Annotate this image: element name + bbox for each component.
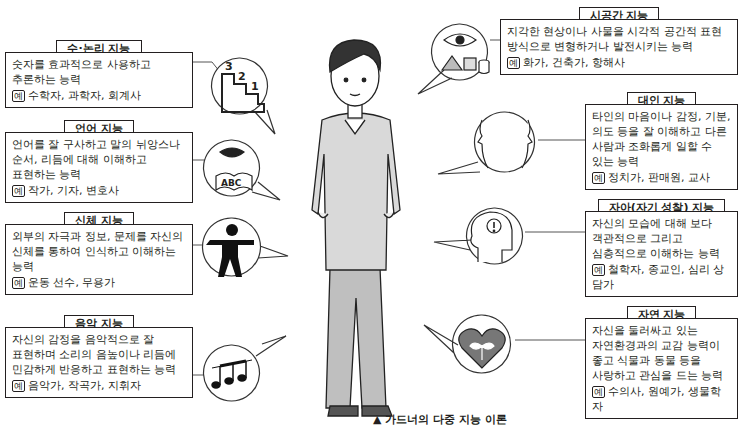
example-text: 작가, 기자, 변호사 bbox=[28, 184, 119, 197]
shirt bbox=[312, 113, 400, 270]
example-line: 예수의사, 원예가, 생물학자 bbox=[592, 384, 731, 414]
heading-tab: 수·논리 지능 bbox=[5, 37, 193, 52]
leader-line bbox=[525, 232, 585, 233]
head-thought-icon bbox=[471, 212, 512, 262]
heading-tab: 언어 지능 bbox=[5, 117, 193, 132]
example-line: 예작가, 기자, 변호사 bbox=[12, 183, 186, 198]
example-text: 수학자, 과학자, 회계사 bbox=[28, 89, 141, 102]
heading-tab: 신체 지능 bbox=[5, 209, 193, 224]
example-text: 화가, 건축가, 항해사 bbox=[523, 56, 625, 69]
leader-line bbox=[515, 340, 585, 341]
example-text: 운동 선수, 무용가 bbox=[28, 276, 116, 289]
box-body: 외부의 자극과 정보, 문제를 자신의 신체를 통하여 인식하고 이해하는 능력… bbox=[5, 224, 193, 295]
heading-tab: 음악 지능 bbox=[5, 312, 193, 327]
leader-line bbox=[490, 40, 500, 41]
description: 언어를 잘 구사하고 말의 뉘앙스나 순서, 리듬에 대해 이해하고 표현하는 … bbox=[12, 137, 186, 182]
example-text: 음악가, 작곡가, 지휘자 bbox=[28, 379, 141, 392]
mouth-book-icon bbox=[216, 148, 252, 190]
box-body: 언어를 잘 구사하고 말의 뉘앙스나 순서, 리듬에 대해 이해하고 표현하는 … bbox=[5, 132, 193, 203]
bubble-logic bbox=[212, 58, 275, 134]
example-line: 예운동 선수, 무용가 bbox=[12, 275, 186, 290]
bubble-space bbox=[418, 24, 488, 94]
box-body: 자신의 모습에 대해 보다 객관적으로 그리고 심층적으로 이해하는 능력예철학… bbox=[585, 211, 738, 297]
hair bbox=[330, 40, 381, 72]
bubble-language bbox=[204, 140, 281, 200]
example-mark: 예 bbox=[12, 277, 25, 289]
heart-plant-icon bbox=[459, 329, 505, 368]
description: 자신의 모습에 대해 보다 객관적으로 그리고 심층적으로 이해하는 능력 bbox=[592, 216, 731, 261]
heading-tab: 자아(자기 성찰) 지능 bbox=[585, 196, 738, 211]
example-text: 정치가, 판매원, 교사 bbox=[608, 171, 710, 184]
collar bbox=[345, 120, 365, 134]
example-line: 예수학자, 과학자, 회계사 bbox=[12, 88, 186, 103]
body-silhouette-icon bbox=[206, 224, 254, 277]
description: 숫자를 효과적으로 사용하고 추론하는 능력 bbox=[12, 57, 186, 87]
intelligence-box: 신체 지능외부의 자극과 정보, 문제를 자신의 신체를 통하여 인식하고 이해… bbox=[5, 209, 193, 295]
heading-tab: 대인 지능 bbox=[585, 89, 738, 104]
person-figure bbox=[312, 40, 400, 416]
box-body: 지각한 현상이나 사물을 시각적 공간적 표현 방식으로 변형하거나 발전시키는… bbox=[500, 19, 738, 75]
intelligence-box: 대인 지능타인의 마음이나 감정, 기분, 의도 등을 잘 이해하고 다른 사람… bbox=[585, 89, 738, 190]
step-number: 2 bbox=[238, 71, 246, 83]
intelligence-box: 자연 지능자신을 둘러싸고 있는 자연환경과의 교감 능력이 좋고 식물과 동물… bbox=[585, 303, 738, 419]
intelligence-box: 음악 지능자신의 감정을 음악적으로 잘 표현하며 소리의 음높이나 리듬에 민… bbox=[5, 312, 193, 398]
leader-line bbox=[193, 160, 205, 161]
intelligence-box: 언어 지능언어를 잘 구사하고 말의 뉘앙스나 순서, 리듬에 대해 이해하고 … bbox=[5, 117, 193, 203]
example-text: 철학자, 종교인, 심리 상담가 bbox=[592, 263, 724, 291]
example-text: 수의사, 원예가, 생물학자 bbox=[592, 385, 721, 413]
example-mark: 예 bbox=[592, 264, 605, 276]
example-mark: 예 bbox=[507, 57, 520, 69]
box-body: 타인의 마음이나 감정, 기분, 의도 등을 잘 이해하고 다른 사람과 조화롭… bbox=[585, 104, 738, 190]
bubble-body bbox=[203, 218, 288, 276]
box-body: 자신의 감정을 음악적으로 잘 표현하며 소리의 음높이나 리듬에 민감하게 반… bbox=[5, 327, 193, 398]
leader-line bbox=[538, 140, 585, 141]
box-body: 숫자를 효과적으로 사용하고 추론하는 능력예수학자, 과학자, 회계사 bbox=[5, 52, 193, 108]
intelligence-box: 시공간 지능지각한 현상이나 사물을 시각적 공간적 표현 방식으로 변형하거나… bbox=[500, 4, 738, 75]
box-body: 자신을 둘러싸고 있는 자연환경과의 교감 능력이 좋고 식물과 동물 등을 사… bbox=[585, 318, 738, 419]
intelligence-box: 자아(자기 성찰) 지능자신의 모습에 대해 보다 객관적으로 그리고 심층적으… bbox=[585, 196, 738, 297]
bubble-interpersonal bbox=[438, 112, 535, 174]
music-notes-icon bbox=[212, 360, 252, 388]
bubble-music bbox=[204, 336, 287, 401]
bubble-nature bbox=[424, 315, 510, 373]
eye-shapes-icon bbox=[442, 34, 489, 74]
step-number: 3 bbox=[225, 61, 233, 73]
example-mark: 예 bbox=[12, 185, 25, 197]
figure-caption: ▲ 가드너의 다중 지능 이론 bbox=[373, 412, 507, 427]
description: 자신을 둘러싸고 있는 자연환경과의 교감 능력이 좋고 식물과 동물 등을 사… bbox=[592, 323, 731, 383]
description: 지각한 현상이나 사물을 시각적 공간적 표현 방식으로 변형하거나 발전시키는… bbox=[507, 24, 731, 54]
two-faces-icon bbox=[478, 120, 532, 168]
leader-lines bbox=[193, 40, 585, 375]
heading-tab: 시공간 지능 bbox=[500, 4, 738, 19]
trousers bbox=[326, 268, 386, 408]
description: 외부의 자극과 정보, 문제를 자신의 신체를 통하여 인식하고 이해하는 능력 bbox=[12, 229, 186, 274]
bubble-self bbox=[434, 208, 523, 264]
description: 타인의 마음이나 감정, 기분, 의도 등을 잘 이해하고 다른 사람과 조화롭… bbox=[592, 109, 731, 169]
example-mark: 예 bbox=[12, 380, 25, 392]
example-line: 예음악가, 작곡가, 지휘자 bbox=[12, 378, 186, 393]
leader-line bbox=[193, 62, 212, 63]
example-mark: 예 bbox=[592, 172, 605, 184]
example-mark: 예 bbox=[592, 386, 605, 398]
intelligence-box: 수·논리 지능숫자를 효과적으로 사용하고 추론하는 능력예수학자, 과학자, … bbox=[5, 37, 193, 108]
example-line: 예철학자, 종교인, 심리 상담가 bbox=[592, 262, 731, 292]
example-line: 예화가, 건축가, 항해사 bbox=[507, 55, 731, 70]
hands bbox=[318, 212, 394, 218]
heading-tab: 자연 지능 bbox=[585, 303, 738, 318]
example-mark: 예 bbox=[12, 90, 25, 102]
leader-line bbox=[193, 245, 203, 246]
description: 자신의 감정을 음악적으로 잘 표현하며 소리의 음높이나 리듬에 민감하게 반… bbox=[12, 332, 186, 377]
step-number: 1 bbox=[251, 81, 259, 93]
book-letters: ABC bbox=[221, 177, 241, 189]
example-line: 예정치가, 판매원, 교사 bbox=[592, 170, 731, 185]
